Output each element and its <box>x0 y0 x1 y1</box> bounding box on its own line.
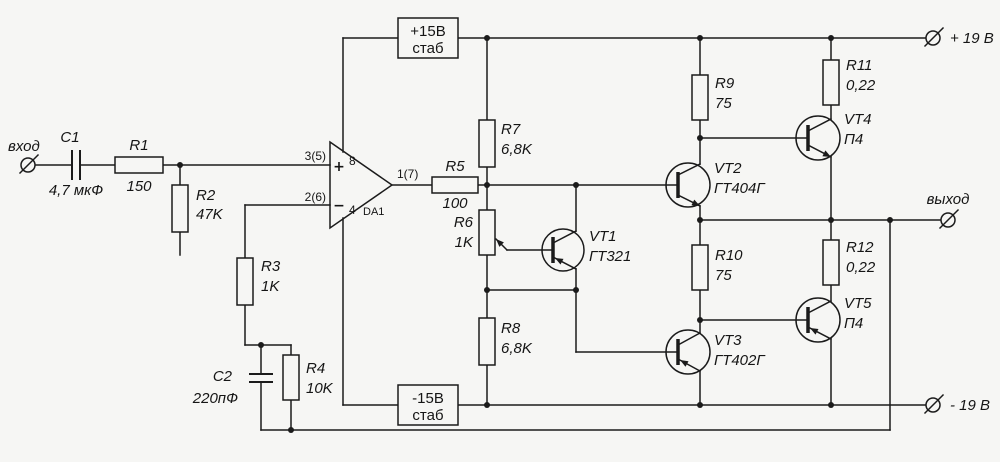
vt4-value: П4 <box>844 131 863 148</box>
opamp-ref-label: DA1 <box>363 206 384 218</box>
c2-label: C2 <box>213 368 233 385</box>
vt5-label: VT5 <box>844 295 872 312</box>
r6-trimmer-arrow-icon <box>496 239 504 247</box>
r3-resistor-body <box>236 257 254 306</box>
r11-label: R11 <box>846 57 872 74</box>
r8-label: R8 <box>501 320 521 337</box>
output-terminal-label: выход <box>927 191 970 208</box>
neg-regulator-line2: стаб <box>412 407 443 424</box>
pos-regulator-line1: +15В <box>410 23 445 40</box>
r5-resistor-body <box>431 176 479 194</box>
r5-value: 100 <box>442 195 468 212</box>
r9-value: 75 <box>715 95 732 112</box>
vt5-emitter-arrow-icon <box>810 328 819 335</box>
opamp-plus-sign: + <box>333 159 345 175</box>
vt2-emitter-arrow-icon <box>691 199 700 206</box>
vt1-emitter-arrow-icon <box>555 258 564 265</box>
r1-label: R1 <box>129 137 148 154</box>
r1-resistor-body <box>114 156 164 174</box>
vminus-terminal-label: - 19 В <box>950 397 990 414</box>
r7-label: R7 <box>501 121 521 138</box>
opamp-pin-vplus-label: 8 <box>349 154 356 168</box>
c1-label: C1 <box>60 129 79 146</box>
opamp-pin-noninv-label: 3(5) <box>305 149 326 163</box>
neg-regulator-box <box>397 384 459 426</box>
r7-resistor-body <box>478 119 496 168</box>
r12-label: R12 <box>846 239 874 256</box>
r5-label: R5 <box>445 158 465 175</box>
c1-value: 4,7 мкФ <box>49 182 103 199</box>
terminal-symbols <box>18 26 960 415</box>
c2-value: 220пФ <box>192 390 238 407</box>
neg-regulator-line1: -15В <box>412 390 444 407</box>
labels: вход выход + 19 В - 19 В +15В стаб -15В … <box>8 23 994 424</box>
regulator-boxes <box>397 17 459 426</box>
input-terminal-label: вход <box>8 138 40 155</box>
r3-value: 1K <box>261 278 280 295</box>
r6-label: R6 <box>454 214 474 231</box>
vt5-transistor-body <box>795 297 841 343</box>
vt5-value: П4 <box>844 315 863 332</box>
vt1-label: VT1 <box>589 228 617 245</box>
r8-resistor-body <box>478 317 496 366</box>
junction-dots <box>177 35 893 433</box>
r9-label: R9 <box>715 75 735 92</box>
vt2-transistor-body <box>665 162 711 208</box>
r6-value: 1K <box>455 234 474 251</box>
r10-label: R10 <box>715 247 743 264</box>
vt3-emitter-arrow-icon <box>680 360 689 367</box>
vt1-value: ГТ321 <box>589 248 631 265</box>
r10-value: 75 <box>715 267 732 284</box>
r3-label: R3 <box>261 258 281 275</box>
r4-value: 10K <box>306 380 334 397</box>
vt2-value: ГТ404Г <box>714 180 766 197</box>
r4-resistor-body <box>282 354 300 401</box>
r12-resistor-body <box>822 239 840 286</box>
resistor-symbols <box>114 59 840 401</box>
opamp-pin-out-label: 1(7) <box>397 167 418 181</box>
r12-value: 0,22 <box>846 259 876 276</box>
r11-resistor-body <box>822 59 840 106</box>
vplus-terminal-label: + 19 В <box>950 30 994 47</box>
vt2-label: VT2 <box>714 160 742 177</box>
opamp-symbol <box>329 140 394 230</box>
r8-value: 6,8K <box>501 340 533 357</box>
transistor-symbols <box>541 115 841 375</box>
wiring <box>34 37 942 431</box>
r4-label: R4 <box>306 360 325 377</box>
vt3-value: ГТ402Г <box>714 352 766 369</box>
r10-resistor-body <box>691 244 709 291</box>
r11-value: 0,22 <box>846 77 876 94</box>
vt3-label: VT3 <box>714 332 742 349</box>
opamp-pin-vminus-label: 4 <box>349 203 356 217</box>
pos-regulator-box <box>397 17 459 59</box>
r2-label: R2 <box>196 187 216 204</box>
r2-resistor-body <box>171 184 189 233</box>
opamp-minus-sign: − <box>333 198 345 214</box>
opamp-pin-inv-label: 2(6) <box>305 190 326 204</box>
r9-resistor-body <box>691 74 709 121</box>
r6-resistor-body <box>478 209 496 256</box>
vt1-transistor-body <box>541 228 585 272</box>
vt4-emitter-arrow-icon <box>822 150 831 157</box>
vt3-transistor-body <box>665 329 711 375</box>
vt4-label: VT4 <box>844 111 872 128</box>
r2-value: 47K <box>196 206 224 223</box>
capacitor-c1-symbol <box>71 150 81 180</box>
capacitor-c2-symbol <box>249 373 273 383</box>
r1-value: 150 <box>126 178 152 195</box>
r7-value: 6,8K <box>501 141 533 158</box>
vt4-transistor-body <box>795 115 841 161</box>
pos-regulator-line2: стаб <box>412 40 443 57</box>
